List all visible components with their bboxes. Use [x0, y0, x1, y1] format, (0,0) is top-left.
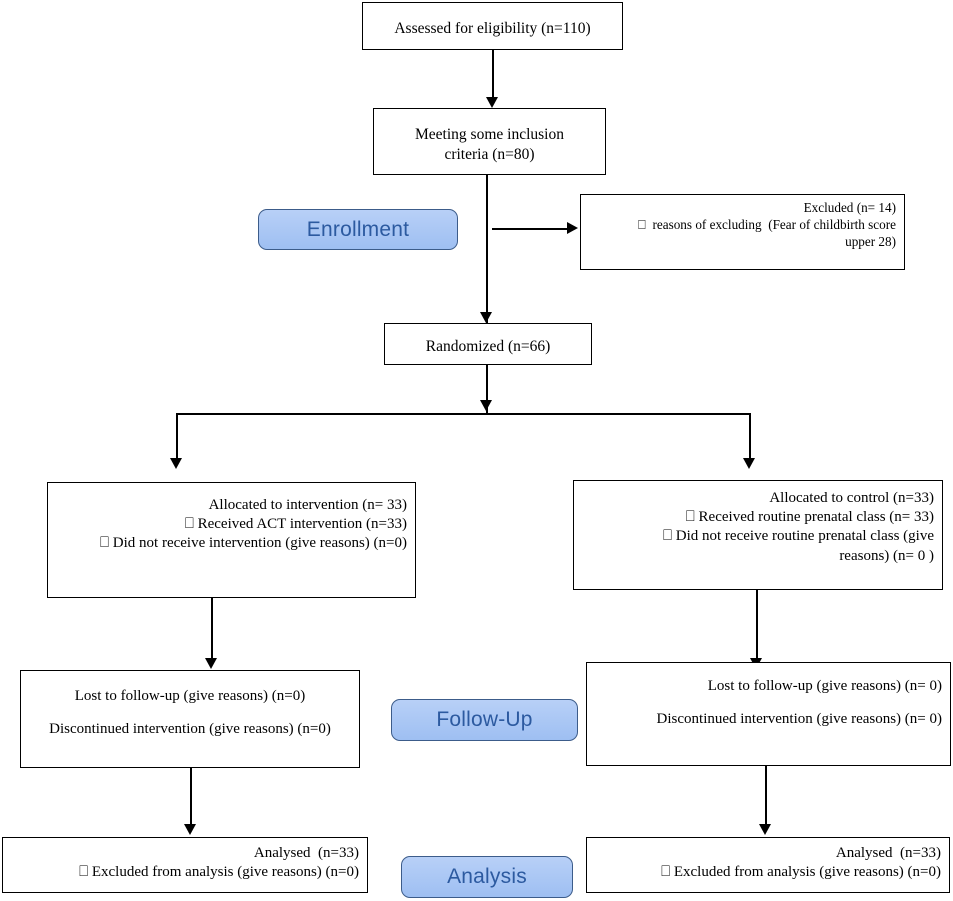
box-randomized-line-1: Randomized (n=66)	[425, 338, 551, 356]
box-analysis-intervention: Analysed (n=33) ⎕ Excluded from analysis…	[2, 837, 368, 893]
connector-followup-intervention-to-analysis	[190, 768, 192, 830]
box-excluded-line-3: upper 28)	[845, 233, 896, 249]
arrow-allocated-intervention-to-followup	[205, 658, 217, 669]
box-followup-intervention-line-2: Discontinued intervention (give reasons)…	[49, 721, 331, 738]
box-excluded-line-1: Excluded (n= 14)	[803, 200, 896, 215]
box-followup-intervention-line-1: Lost to follow-up (give reasons) (n=0)	[74, 688, 306, 704]
stage-badge-enrollment: Enrollment	[258, 209, 458, 250]
box-excluded-line-2: ⎕ reasons of excluding (Fear of childbir…	[637, 216, 896, 232]
box-allocated-control-line-1: Allocated to control (n=33)	[769, 490, 934, 506]
connector-split-right-down	[749, 413, 751, 460]
box-analysis-control-line-2: ⎕ Excluded from analysis (give reasons) …	[661, 864, 941, 881]
box-assessed-line-1: Assessed for eligibility (n=110)	[394, 20, 591, 38]
box-allocated-control: Allocated to control (n=33) ⎕ Received r…	[573, 480, 943, 590]
box-inclusion-criteria: Meeting some inclusion criteria (n=80)	[373, 108, 606, 175]
arrow-trunk-to-excluded	[567, 222, 578, 234]
box-followup-control-line-1: Lost to follow-up (give reasons) (n= 0)	[707, 678, 942, 694]
box-followup-intervention: Lost to follow-up (give reasons) (n=0) D…	[20, 670, 360, 768]
arrow-followup-intervention-to-analysis	[184, 824, 196, 835]
connector-inclusion-to-randomized	[486, 175, 488, 323]
stage-badge-analysis: Analysis	[401, 856, 573, 898]
connector-split-left-down	[176, 413, 178, 460]
connector-assessed-to-inclusion	[492, 50, 494, 98]
stage-badge-analysis-label: Analysis	[447, 865, 527, 888]
arrow-inclusion-to-randomized	[480, 312, 492, 323]
connector-allocated-control-to-followup	[756, 590, 758, 664]
connector-split-horizontal	[176, 413, 751, 415]
stage-badge-followup: Follow-Up	[391, 699, 578, 741]
connector-allocated-intervention-to-followup	[211, 598, 213, 664]
arrow-split-right	[743, 458, 755, 469]
arrow-randomized-stem	[480, 400, 492, 411]
box-followup-control-line-2: Discontinued intervention (give reasons)…	[656, 711, 942, 728]
box-inclusion-line-1: Meeting some inclusion	[415, 125, 564, 143]
box-allocated-intervention-line-3: ⎕ Did not receive intervention (give rea…	[100, 535, 407, 552]
arrow-split-left	[170, 458, 182, 469]
arrow-followup-control-to-analysis	[759, 824, 771, 835]
box-assessed-for-eligibility: Assessed for eligibility (n=110)	[362, 2, 623, 50]
box-allocated-intervention: Allocated to intervention (n= 33) ⎕ Rece…	[47, 482, 416, 598]
connector-randomized-stem	[486, 365, 488, 413]
connector-followup-control-to-analysis	[765, 766, 767, 830]
connector-trunk-to-excluded	[492, 228, 568, 230]
box-randomized: Randomized (n=66)	[384, 323, 592, 365]
box-analysis-intervention-line-1: Analysed (n=33)	[253, 845, 359, 861]
box-inclusion-line-2: criteria (n=80)	[444, 145, 535, 163]
box-analysis-control: Analysed (n=33) ⎕ Excluded from analysis…	[586, 837, 950, 893]
box-followup-control: Lost to follow-up (give reasons) (n= 0) …	[586, 662, 951, 766]
box-allocated-control-line-2: ⎕ Received routine prenatal class (n= 33…	[685, 509, 934, 526]
arrow-assessed-to-inclusion	[486, 97, 498, 108]
box-analysis-control-line-1: Analysed (n=33)	[835, 845, 941, 861]
box-allocated-control-line-4: reasons) (n= 0 )	[839, 547, 934, 564]
stage-badge-enrollment-label: Enrollment	[306, 217, 410, 241]
box-allocated-intervention-line-2: ⎕ Received ACT intervention (n=33)	[184, 516, 407, 533]
box-excluded: Excluded (n= 14) ⎕ reasons of excluding …	[580, 194, 905, 270]
box-analysis-intervention-line-2: ⎕ Excluded from analysis (give reasons) …	[79, 864, 359, 881]
box-allocated-control-line-3: ⎕ Did not receive routine prenatal class…	[663, 528, 934, 545]
stage-badge-followup-label: Follow-Up	[436, 708, 533, 731]
box-allocated-intervention-line-1: Allocated to intervention (n= 33)	[208, 497, 407, 513]
